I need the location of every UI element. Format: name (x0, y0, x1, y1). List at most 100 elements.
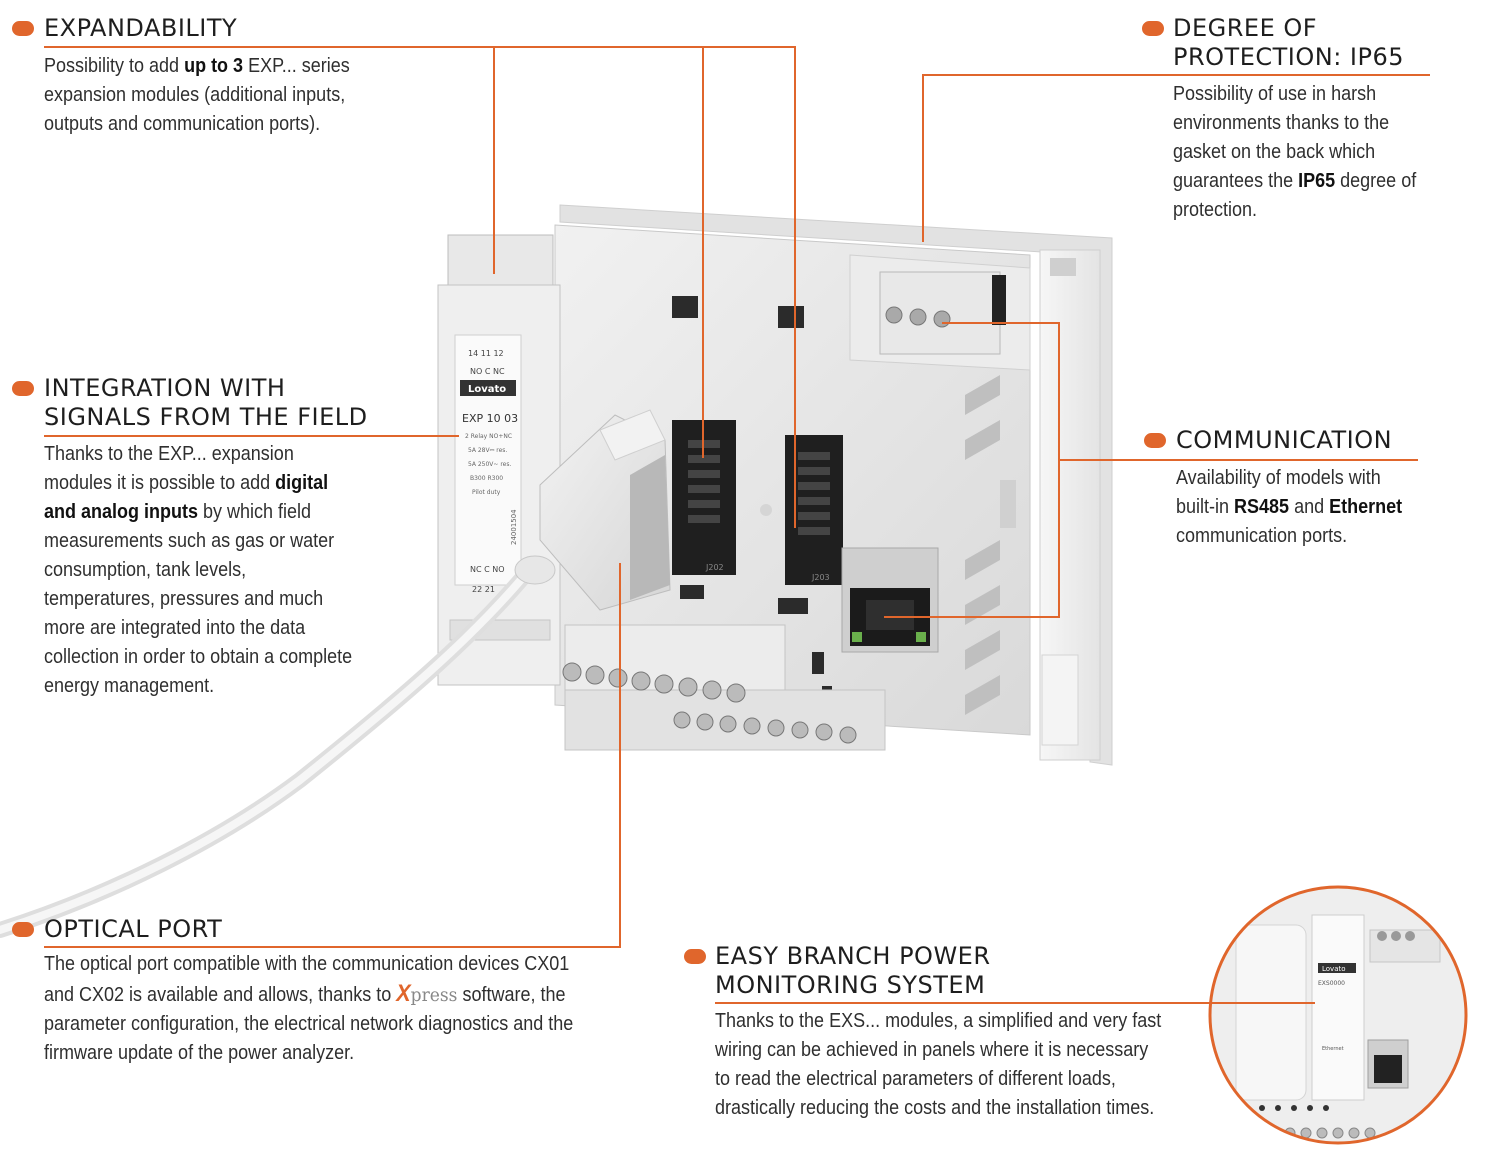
integration-text-2-bold: digital (275, 472, 329, 494)
optical-bullet (12, 922, 34, 937)
inset-circle-frame (1208, 885, 1468, 1145)
optical-text-3: parameter configuration, the electrical … (44, 1013, 574, 1035)
expandability-text-1b: EXP... series (243, 55, 350, 77)
inset-port-label: Ethernet (1322, 1046, 1344, 1052)
communication-leader-ethernet (884, 616, 1060, 618)
branch-text-2: wiring can be achieved in panels where i… (715, 1039, 1149, 1061)
protection-title-line1: DEGREE OF (1173, 14, 1318, 42)
expandability-text-3: outputs and communication ports). (44, 113, 321, 135)
integration-text-4: measurements such as gas or water (44, 530, 335, 552)
connector-right-label: J203 (811, 573, 830, 582)
optical-rule (44, 946, 621, 948)
module-spec-3: 5A 250V~ res. (468, 461, 511, 468)
integration-title-line1: INTEGRATION WITH (44, 374, 286, 402)
integration-text-2a: modules it is possible to add (44, 472, 276, 494)
protection-text-2: environments thanks to the (1173, 112, 1390, 134)
expandability-rule (44, 46, 796, 48)
integration-text: Thanks to the EXP... expansion modules i… (44, 440, 404, 701)
communication-text-1: Availability of models with (1176, 467, 1381, 489)
communication-text-2b: and (1289, 496, 1330, 518)
optical-leader (619, 563, 621, 948)
expandability-text-bold: up to 3 (184, 55, 244, 77)
integration-text-5: consumption, tank levels, (44, 559, 247, 581)
optical-text: The optical port compatible with the com… (44, 950, 620, 1068)
protection-leader (922, 74, 924, 242)
module-spec-4: B300 R300 (470, 475, 503, 482)
branch-rule (715, 1002, 1315, 1004)
communication-text-ethernet: Ethernet (1329, 496, 1403, 518)
bottom-terminal-blocks (562, 624, 886, 751)
module-contacts-top-label: NO C NC (470, 367, 505, 376)
exs-module-inset: Lovato EXS0000 Ethernet (1210, 887, 1466, 1143)
communication-text-rs485: RS485 (1234, 496, 1290, 518)
integration-title-line2: SIGNALS FROM THE FIELD (44, 403, 368, 431)
communication-text-3: communication ports. (1176, 525, 1348, 547)
optical-title: OPTICAL PORT (44, 915, 223, 943)
expansion-module: 14 11 12 NO C NC Lovato EXP 10 03 2 Rela… (437, 234, 561, 686)
communication-title: COMMUNICATION (1176, 426, 1393, 454)
branch-text-4: drastically reducing the costs and the i… (715, 1097, 1155, 1119)
rs485-terminal-block (879, 271, 1006, 355)
integration-rule (44, 435, 459, 437)
protection-text-3: gasket on the back which (1173, 141, 1376, 163)
module-spec-1: 2 Relay NO+NC (465, 433, 512, 440)
inset-model-label: EXS0000 (1318, 980, 1345, 987)
expandability-text: Possibility to add up to 3 EXP... series… (44, 52, 386, 139)
optical-text-4: firmware update of the power analyzer. (44, 1042, 355, 1064)
protection-text-4-bold: IP65 (1298, 170, 1336, 192)
branch-text-3: to read the electrical parameters of dif… (715, 1068, 1116, 1090)
protection-text-4b: degree of (1335, 170, 1417, 192)
integration-text-3b: by which field (198, 501, 312, 523)
expandability-leader-left-connector (702, 46, 704, 458)
module-spec-5: Pilot duty (472, 489, 501, 496)
expansion-connector-left: J202 (672, 420, 736, 575)
expandability-title: EXPANDABILITY (44, 14, 238, 42)
expandability-text-1a: Possibility to add (44, 55, 185, 77)
connector-left-label: J202 (705, 563, 724, 572)
integration-text-3-bold: and analog inputs (44, 501, 199, 523)
xpress-logo: Xpress (396, 980, 458, 1007)
integration-bullet (12, 381, 34, 396)
branch-title-line2: MONITORING SYSTEM (715, 971, 986, 999)
communication-leader-rs485 (942, 322, 1060, 324)
communication-text: Availability of models with built-in RS4… (1176, 464, 1464, 551)
expandability-leader-right-connector (794, 46, 796, 528)
module-terminals-top-label: 14 11 12 (468, 349, 504, 358)
branch-text: Thanks to the EXS... modules, a simplifi… (715, 1007, 1201, 1123)
optical-text-1: The optical port compatible with the com… (44, 953, 570, 975)
module-spec-2: 5A 28V⎓ res. (468, 447, 507, 454)
module-serial-label: 24001504 (510, 509, 518, 545)
module-brand-label: Lovato (468, 384, 506, 395)
branch-title-line1: EASY BRANCH POWER (715, 942, 991, 970)
branch-bullet (684, 949, 706, 964)
optical-port-adapter (539, 409, 671, 611)
communication-rule (1060, 459, 1418, 461)
integration-text-1: Thanks to the EXP... expansion (44, 443, 294, 465)
xpress-logo-x: X (396, 980, 411, 1007)
optical-text-2a: and CX02 is available and allows, thanks… (44, 984, 397, 1006)
communication-leader-vertical (1058, 322, 1060, 618)
module-contacts-bottom-label: NC C NO (470, 565, 505, 574)
integration-text-9: energy management. (44, 675, 215, 697)
protection-title-line2: PROTECTION: IP65 (1173, 43, 1405, 71)
branch-text-1: Thanks to the EXS... modules, a simplifi… (715, 1010, 1162, 1032)
protection-rule (922, 74, 1430, 76)
protection-bullet (1142, 21, 1164, 36)
xpress-logo-text: press (410, 984, 458, 1006)
expandability-leader-module (493, 46, 495, 274)
protection-text-5: protection. (1173, 199, 1258, 221)
integration-text-7: more are integrated into the data (44, 617, 306, 639)
integration-text-8: collection in order to obtain a complete (44, 646, 353, 668)
module-model-label: EXP 10 03 (462, 412, 518, 425)
protection-text-1: Possibility of use in harsh (1173, 83, 1377, 105)
ethernet-port (841, 547, 939, 653)
protection-text: Possibility of use in harsh environments… (1173, 80, 1461, 225)
inset-brand-label: Lovato (1322, 965, 1346, 973)
protection-text-4a: guarantees the (1173, 170, 1299, 192)
optical-text-2b: software, the (457, 984, 566, 1006)
integration-text-6: temperatures, pressures and much (44, 588, 324, 610)
expandability-bullet (12, 21, 34, 36)
front-bezel (559, 204, 1113, 766)
expandability-text-2: expansion modules (additional inputs, (44, 84, 346, 106)
